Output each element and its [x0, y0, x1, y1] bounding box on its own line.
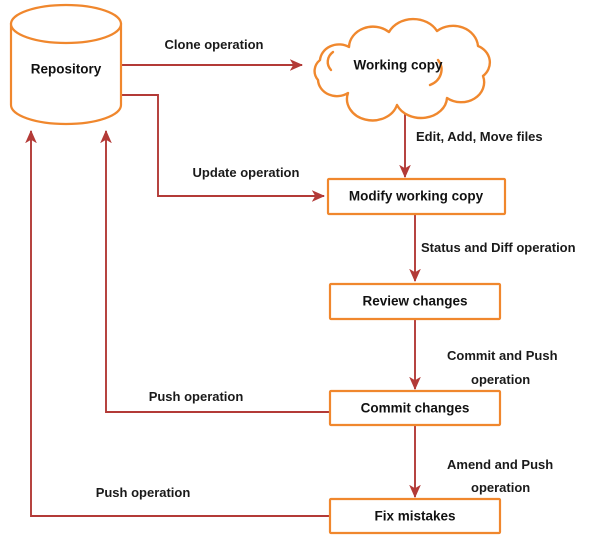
node-label-review-changes: Review changes	[362, 294, 467, 309]
node-review-changes[interactable]: Review changes	[328, 282, 502, 321]
node-repository[interactable]: Repository	[9, 3, 123, 126]
edge-label-amend-push-line2: operation	[471, 480, 530, 495]
node-label-repository: Repository	[31, 62, 102, 77]
node-label-fix-mistakes: Fix mistakes	[374, 509, 455, 524]
edge-push-lower	[25, 129, 330, 517]
edge-push-upper	[100, 129, 330, 413]
edge-label-amend-push-line1: Amend and Push	[447, 457, 553, 472]
edge-update	[121, 94, 326, 202]
edge-label-push-upper: Push operation	[149, 389, 244, 404]
edge-label-clone: Clone operation	[165, 37, 264, 52]
node-commit-changes[interactable]: Commit changes	[328, 389, 502, 427]
edge-label-update: Update operation	[193, 165, 300, 180]
edge-label-commit-push-line2: operation	[471, 372, 530, 387]
edge-label-status-diff: Status and Diff operation	[421, 240, 576, 255]
node-label-modify-working-copy: Modify working copy	[349, 189, 484, 204]
edge-label-commit-push-line1: Commit and Push	[447, 348, 558, 363]
node-fix-mistakes[interactable]: Fix mistakes	[328, 497, 502, 535]
node-label-working-copy: Working copy	[353, 58, 443, 73]
node-label-commit-changes: Commit changes	[361, 401, 470, 416]
edge-label-edit-add-move: Edit, Add, Move files	[416, 129, 543, 144]
node-modify-working-copy[interactable]: Modify working copy	[326, 177, 507, 216]
edge-label-push-lower: Push operation	[96, 485, 191, 500]
node-working-copy[interactable]: Working copy	[313, 17, 492, 122]
